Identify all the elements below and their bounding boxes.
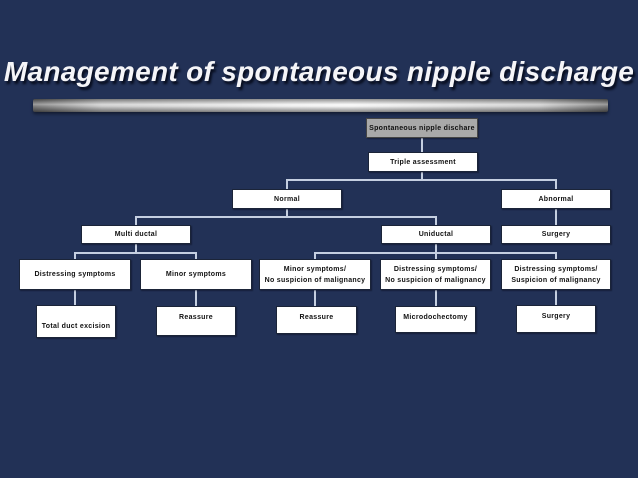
node-spontaneous-nipple-discharge: Spontaneous nipple dischare	[366, 118, 478, 138]
connector-to-minor-no-suspicion	[314, 252, 316, 260]
connector-minor-reassure	[195, 290, 197, 307]
connector-root-triple	[421, 138, 423, 154]
node-label: Normal	[274, 195, 300, 203]
connector-branch-multiductal	[74, 252, 197, 254]
node-label: Reassure	[179, 314, 213, 321]
node-label: Surgery	[541, 231, 571, 238]
node-label: Multi ductal	[114, 231, 158, 238]
node-distressing-no-suspicion: Distressing symptoms/ No suspicion of ma…	[380, 259, 491, 290]
node-reassure-multi: Reassure	[156, 306, 236, 336]
node-abnormal: Abnormal	[501, 189, 611, 209]
connector-distressings-surgery	[555, 290, 557, 306]
node-distressing-suspicion: Distressing symptoms/ Suspicion of malig…	[501, 259, 611, 290]
connector-to-abnormal	[555, 179, 557, 190]
node-label: Minor symptoms	[165, 271, 227, 278]
connector-to-distressing-suspicion	[555, 252, 557, 260]
connector-to-multiductal	[135, 216, 137, 226]
node-label: Surgery	[541, 313, 571, 320]
node-microdochectomy: Microdochectomy	[395, 306, 476, 333]
node-label-line2: No suspicion of malignancy	[264, 276, 366, 284]
connector-normal-down	[286, 208, 288, 218]
node-label-line1: Distressing symptoms/	[514, 265, 598, 273]
node-label: Spontaneous nipple dischare	[369, 124, 475, 132]
connector-multiductal-down	[135, 244, 137, 253]
connector-branch-normal-abnormal	[286, 179, 557, 181]
node-label: Abnormal	[538, 195, 574, 203]
node-multi-ductal: Multi ductal	[81, 225, 191, 244]
node-distressing-symptoms: Distressing symptoms	[19, 259, 131, 290]
node-label-line1: Minor symptoms/	[283, 265, 347, 273]
connector-minorns-reassure	[314, 290, 316, 307]
node-label: Distressing symptoms	[34, 271, 116, 278]
node-normal: Normal	[232, 189, 342, 209]
connector-triple-down	[421, 172, 423, 180]
connector-to-distressing-no-suspicion	[435, 252, 437, 260]
node-total-duct-excision: Total duct excision	[36, 305, 116, 338]
title-divider-bar	[33, 99, 608, 112]
connector-to-minor	[195, 252, 197, 260]
connector-uniductal-down	[435, 244, 437, 253]
node-triple-assessment: Triple assessment	[368, 152, 478, 172]
node-label-line2: Suspicion of malignancy	[511, 276, 601, 284]
node-minor-symptoms: Minor symptoms	[140, 259, 252, 290]
node-uniductal: Uniductal	[381, 225, 491, 244]
connector-to-normal	[286, 179, 288, 190]
connector-abnormal-surgery	[555, 208, 557, 226]
connector-to-uniductal	[435, 216, 437, 226]
node-minor-no-suspicion: Minor symptoms/ No suspicion of malignan…	[259, 259, 371, 290]
node-label: Total duct excision	[41, 323, 111, 330]
node-label: Triple assessment	[390, 158, 456, 166]
connector-to-distressing	[74, 252, 76, 260]
node-reassure-uni: Reassure	[276, 306, 357, 334]
node-label-line1: Distressing symptoms/	[393, 265, 478, 273]
node-surgery-abnormal: Surgery	[501, 225, 611, 244]
connector-distressing-totalduct	[74, 290, 76, 306]
node-label: Uniductal	[418, 231, 454, 238]
node-label-line2: No suspicion of malignancy	[385, 276, 486, 284]
connector-distressingns-microdochectomy	[435, 290, 437, 307]
node-label: Microdochectomy	[403, 314, 468, 321]
node-label: Reassure	[299, 314, 334, 321]
connector-branch-multi-uni	[135, 216, 437, 218]
node-surgery-final: Surgery	[516, 305, 596, 333]
slide-title: Management of spontaneous nipple dischar…	[3, 56, 635, 87]
